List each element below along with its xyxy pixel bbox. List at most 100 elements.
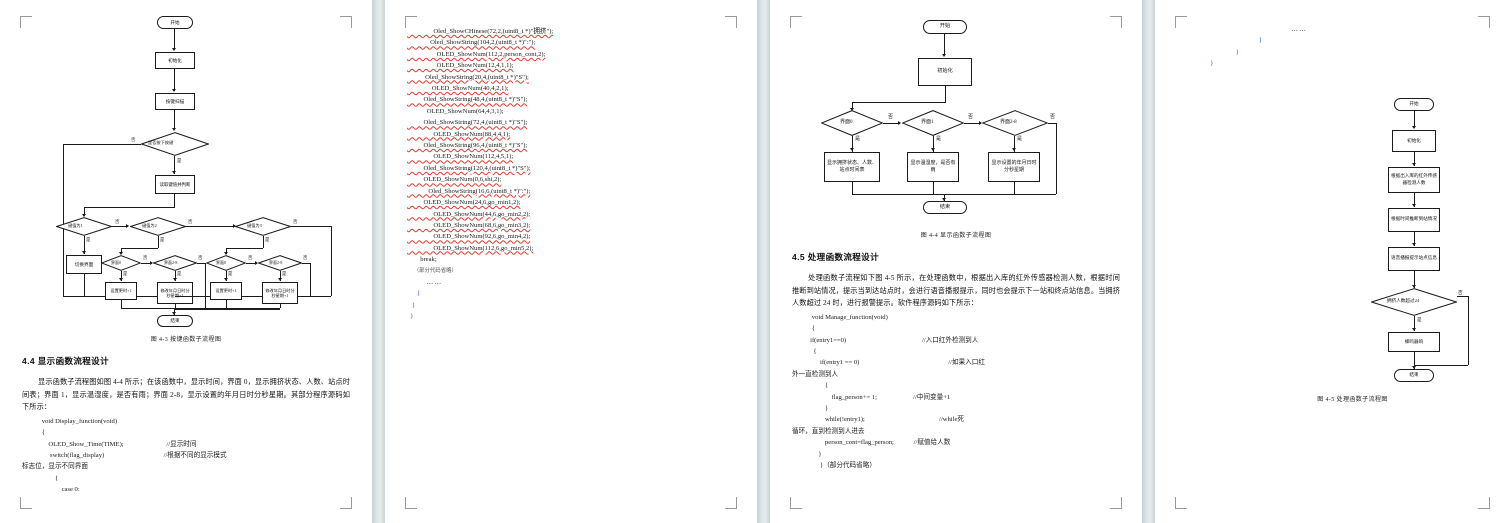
flow-arrow <box>1412 284 1416 288</box>
page-3-content: 开始 初始化 界面0 否 是 显示拥挤 <box>792 14 1120 509</box>
code-line-brace: } <box>1207 60 1214 68</box>
flow-edge <box>158 236 159 248</box>
flow-edge <box>175 296 331 297</box>
flow-node-voice-broadcast: 语音播报提示站点信息 <box>1388 246 1440 271</box>
code-line-brace: } <box>407 313 414 321</box>
code-line: { <box>792 348 817 355</box>
flow-decision-ui28-b-shape <box>258 255 302 271</box>
flow-edge <box>944 34 945 56</box>
document-page-3[interactable]: 开始 初始化 界面0 否 是 显示拥挤 <box>770 0 1142 523</box>
flow-edge <box>174 156 175 174</box>
flow-edge <box>226 248 227 254</box>
flow-arrow <box>172 48 176 51</box>
code-line: OLED_ShowNum(112,6,go_min5,2); <box>407 244 534 252</box>
flow-edge <box>121 300 122 308</box>
paragraph-text: 处理函数子流程如下图 4-5 所示，在处理函数中，根据出入库的红外传感器检测人数… <box>792 274 1120 308</box>
flow-node-start: 开始 <box>157 16 193 29</box>
flow-edge <box>197 263 205 264</box>
flow-edge <box>933 136 934 152</box>
flow-edge <box>1414 110 1415 128</box>
page-2-content: Oled_ShowCHinese(72,2,(uint8_t *)"拥挤"); … <box>407 24 735 509</box>
code-line: } <box>792 405 829 413</box>
document-page-4[interactable]: …… } } } 开始 初始化 根据出入库的红外传感器检测人数 根据时间推断到站… <box>1155 0 1510 523</box>
code-block-page-1: void Display_function(void) { OLED_Show_… <box>22 416 350 496</box>
flow-edge <box>174 29 175 50</box>
flow-edge <box>852 102 853 110</box>
flow-edge-label-yes: 是 <box>1017 137 1023 142</box>
flow-edge <box>175 271 176 281</box>
flow-edge <box>964 123 981 124</box>
section-4-5-paragraph: 处理函数子流程如下图 4-5 所示，在处理函数中，根据出入库的红外传感器检测人数… <box>792 272 1120 310</box>
flow-node-key1-label: 键值为1 <box>68 223 83 228</box>
flowchart-figure-4-5: 开始 初始化 根据出入库的红外传感器检测人数 根据时间推断到站情况 语音播报提示… <box>1177 97 1488 388</box>
flow-decision-ui28-shape <box>982 110 1048 136</box>
code-line-ellipsis: …… <box>407 277 443 286</box>
flow-node-init: 初始化 <box>918 58 972 86</box>
flow-edge <box>121 271 122 281</box>
flow-decision-key3-shape <box>235 217 291 236</box>
flow-edge-label-no: 否 <box>293 219 298 224</box>
flow-arrow <box>1412 203 1416 207</box>
code-line: OLED_ShowNum(112,4,5,1); <box>407 153 514 161</box>
flow-edge-label-no: 否 <box>968 115 974 120</box>
flow-node-init: 初始化 <box>155 52 195 69</box>
code-line: Oled_ShowString(48,4,(uint8_t *)"S"); <box>407 96 528 104</box>
flow-arrow <box>850 108 854 111</box>
section-heading-4-4: 4.4 显示函数流程设计 <box>22 356 109 366</box>
flow-node-end: 结束 <box>1394 368 1434 382</box>
flow-edge-label-yes: 是 <box>855 137 861 142</box>
flow-edge <box>1468 295 1469 365</box>
flow-decision-crowd-shape <box>1371 287 1457 316</box>
flow-edge-label-yes: 是 <box>936 137 942 142</box>
flow-edge <box>852 182 853 194</box>
flow-arrow <box>172 89 176 92</box>
flow-edge-label-yes: 是 <box>265 237 270 242</box>
document-page-2[interactable]: Oled_ShowCHinese(72,2,(uint8_t *)"拥挤"); … <box>385 0 757 523</box>
figure-caption-4-5: 图 4-5 处理函数子流程图 <box>1317 396 1388 403</box>
flow-node-ui0-label: 界面0 <box>840 120 853 125</box>
flow-node-ir-sensor-count: 根据出入库的红外传感器检测人数 <box>1388 166 1440 193</box>
flow-arrow <box>119 252 123 255</box>
flow-arrow <box>172 171 176 174</box>
flow-edge <box>852 136 853 152</box>
flow-arrow <box>1412 162 1416 166</box>
flow-arrow <box>979 121 982 125</box>
flow-edge <box>63 144 64 296</box>
code-line: }（部分代码省略） <box>792 462 876 470</box>
code-line: OLED_ShowNum(24,6,go_min1,2); <box>407 199 521 207</box>
flow-edge <box>174 69 175 91</box>
flow-edge <box>1414 364 1468 366</box>
code-line: void Display_function(void) <box>22 417 118 425</box>
code-line: if(entry1==0) //入口红外检测到人 <box>792 336 979 344</box>
flow-edge <box>175 304 176 308</box>
page-gap-3 <box>1142 0 1155 523</box>
flow-node-end: 结束 <box>157 315 193 327</box>
flow-edge-label-yes: 是 <box>177 271 182 276</box>
flow-node-key-pressed-label: 是否按下按键 <box>148 140 174 145</box>
flow-edge <box>84 274 85 296</box>
flow-arrow <box>1412 365 1416 369</box>
code-block-page-4: …… } } } <box>1177 24 1488 70</box>
code-line: Oled_ShowString(96,4,(uint8_t *)"S"); <box>407 142 528 150</box>
flow-edge <box>174 308 175 315</box>
code-line: OLED_ShowNum(44,6,go_min2,2); <box>407 210 531 218</box>
flowchart-figure-4-3: 开始 初始化 按键扫描 是否按下按键 否 是 <box>22 14 350 327</box>
flow-edge <box>1014 136 1015 152</box>
flow-node-mod-date-a: 修改年月日时分秒星期+1 <box>157 282 193 304</box>
flow-arrow <box>126 224 129 228</box>
section-heading-4-5: 4.5 处理函数流程设计 <box>792 252 879 262</box>
flow-edge-label-no: 否 <box>303 255 308 260</box>
code-block-page-3: void Manage_function(void) { if(entry1==… <box>792 312 1120 472</box>
flow-edge <box>84 207 85 216</box>
code-line: void Manage_function(void) <box>792 313 888 321</box>
document-page-1[interactable]: 开始 初始化 按键扫描 是否按下按键 否 是 <box>0 0 372 523</box>
code-line: OLED_ShowNum(64,4,3,1); <box>407 107 504 115</box>
page-gap-2 <box>757 0 770 523</box>
flow-arrow <box>82 214 86 217</box>
flow-edge <box>205 263 206 308</box>
code-line: Oled_ShowString(16,6,(uint8_t *)":"); <box>407 187 531 195</box>
flow-edge <box>883 123 900 124</box>
flow-decision-ui1-shape <box>902 110 964 136</box>
flow-edge <box>84 236 85 254</box>
code-line: { <box>22 429 45 437</box>
